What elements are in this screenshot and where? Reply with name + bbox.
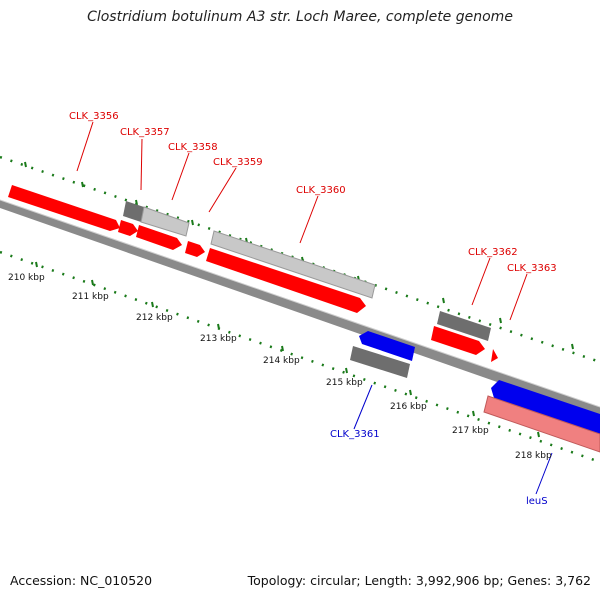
cds-arrow-clk-3360[interactable] [206,248,366,313]
kbp-tick-labels: 210 kbp 211 kbp 212 kbp 213 kbp 214 kbp … [8,273,552,461]
gene-label-clk-3359[interactable]: CLK_3359 [213,157,263,168]
gene-label-clk-3362[interactable]: CLK_3362 [468,247,518,258]
cds-arrow-clk-3356[interactable] [8,185,120,231]
gene-label-clk-3363[interactable]: CLK_3363 [507,263,557,274]
cds-arrow-clk-3357[interactable] [118,220,138,236]
lower-tick-track [0,250,600,464]
accession-text: Accession: NC_010520 [10,573,153,588]
kbp-label-218: 218 kbp [515,451,552,461]
gene-label-clk-3358[interactable]: CLK_3358 [168,142,218,153]
neighbor-gene-light-1[interactable] [140,206,190,237]
reverse-label-leaders [353,384,553,495]
named-gene-block[interactable] [483,395,600,453]
cds-arrow-clk-3361[interactable] [359,331,415,361]
neighbor-gene-dark-3[interactable] [350,346,410,378]
gene-label-clk-3356[interactable]: CLK_3356 [69,111,119,122]
kbp-label-214: 214 kbp [263,356,300,366]
gene-label-clk-3360[interactable]: CLK_3360 [296,185,346,196]
gene-label-clk-3357[interactable]: CLK_3357 [120,127,170,138]
kbp-label-213: 213 kbp [200,334,237,344]
kbp-label-215: 215 kbp [326,378,363,388]
cds-arrow-clk-3362[interactable] [431,326,485,355]
forward-gene-labels: CLK_3356 CLK_3357 CLK_3358 CLK_3359 CLK_… [69,111,557,274]
genome-backbone [0,199,600,418]
cds-arrow-clk-3363[interactable] [491,349,498,362]
kbp-label-211: 211 kbp [72,292,109,302]
cds-arrow-leus[interactable] [491,380,600,437]
cds-arrow-clk-3358[interactable] [136,225,182,250]
neighbor-gene-light-2[interactable] [210,230,376,299]
kbp-label-217: 217 kbp [452,426,489,436]
neighbor-gene-dark-2[interactable] [437,311,491,341]
reverse-gene-labels: CLK_3361 leuS [330,429,548,507]
kbp-label-212: 212 kbp [136,313,173,323]
kbp-label-210: 210 kbp [8,273,45,283]
gene-label-leus[interactable]: leuS [526,496,548,507]
genome-title: Clostridium botulinum A3 str. Loch Maree… [87,9,513,25]
major-ticks [24,161,574,438]
kbp-label-216: 216 kbp [390,402,427,412]
upper-tick-track [0,155,600,364]
cds-arrow-clk-3359[interactable] [185,241,205,257]
genome-stats-text: Topology: circular; Length: 3,992,906 bp… [247,573,591,588]
gene-label-clk-3361[interactable]: CLK_3361 [330,429,380,440]
forward-label-leaders [76,121,528,321]
neighbor-gene-dark-1[interactable] [123,201,144,222]
